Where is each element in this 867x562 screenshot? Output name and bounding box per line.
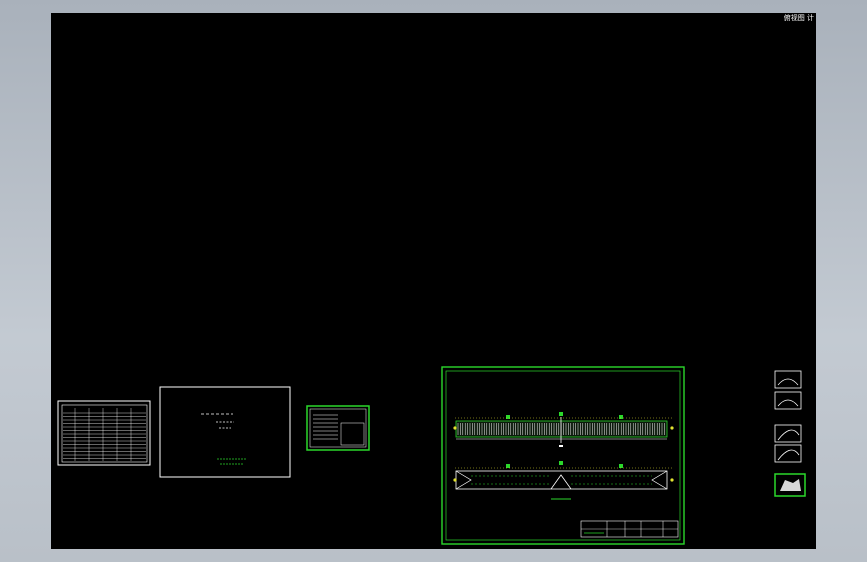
beam-elevation-sheet[interactable] bbox=[441, 366, 685, 545]
marker bbox=[506, 415, 510, 419]
arch-thumbnail[interactable] bbox=[774, 444, 802, 463]
beam-elevation-upper bbox=[453, 412, 674, 447]
title-block bbox=[580, 520, 679, 538]
marker bbox=[559, 412, 563, 416]
view-label[interactable]: 俯视图 计 bbox=[783, 14, 814, 22]
cover-title-glyphs bbox=[201, 413, 234, 429]
arch-thumbnail[interactable] bbox=[774, 424, 802, 443]
beam-plan-lower bbox=[453, 461, 674, 500]
drawing-canvas[interactable]: 俯视图 计 bbox=[51, 13, 816, 549]
arch-thumbnail[interactable] bbox=[774, 370, 802, 389]
arch-thumbnail[interactable] bbox=[774, 391, 802, 410]
cover-footer-glyphs bbox=[217, 458, 247, 465]
notes-sheet[interactable] bbox=[306, 405, 370, 451]
marker bbox=[619, 415, 623, 419]
cover-sheet[interactable] bbox=[159, 386, 291, 478]
drawing-layer bbox=[57, 366, 806, 545]
thumbnail-column bbox=[774, 370, 806, 497]
selected-thumbnail[interactable] bbox=[774, 473, 806, 497]
table-sheet[interactable] bbox=[57, 400, 151, 466]
